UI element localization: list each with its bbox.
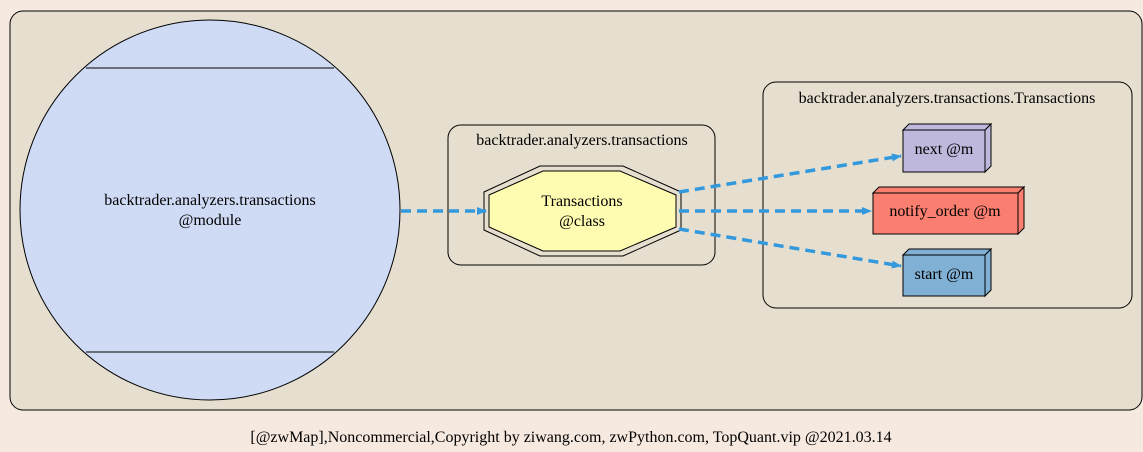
method-label-notify-order: notify_order @m [889,203,1001,220]
module-node-name: backtrader.analyzers.transactions [104,192,315,209]
method-label-next: next @m [915,141,974,158]
class-node[interactable]: Transactions @class [483,165,682,257]
module-node[interactable]: backtrader.analyzers.transactions @modul… [19,19,401,401]
edge-class-to-next [678,153,902,194]
module-cluster-label: backtrader.analyzers.transactions [476,132,687,149]
method-label-start: start @m [915,266,974,283]
footer-copyright: [@zwMap],Noncommercial,Copyright by ziwa… [250,429,891,446]
class-node-type: @class [559,213,605,230]
class-cluster-label: backtrader.analyzers.transactions.Transa… [799,90,1096,107]
edge-class-to-start [678,227,902,269]
method-node-start[interactable]: start @m [901,247,993,298]
method-node-next[interactable]: next @m [901,122,993,174]
module-node-type: @module [179,212,242,229]
class-node-name: Transactions [541,193,622,210]
method-node-notify-order[interactable]: notify_order @m [871,185,1026,236]
